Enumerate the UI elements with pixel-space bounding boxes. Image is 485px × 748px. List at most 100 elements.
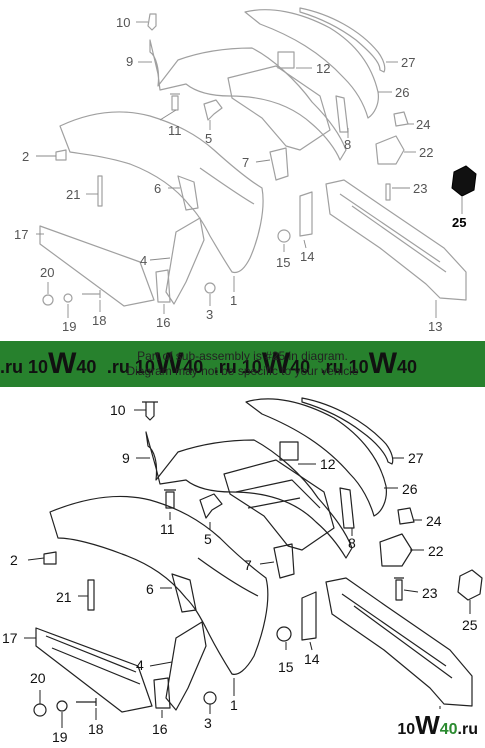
callout-16[interactable]: 16 — [156, 315, 171, 330]
callout-20[interactable]: 20 — [40, 265, 55, 280]
part-8 — [335, 95, 349, 133]
callout-9[interactable]: 9 — [122, 450, 130, 466]
part-7 — [273, 543, 295, 579]
callout-22[interactable]: 22 — [428, 543, 444, 559]
callout-8[interactable]: 8 — [348, 535, 356, 551]
callout-15[interactable]: 15 — [276, 255, 291, 270]
callout-19[interactable]: 19 — [62, 319, 77, 334]
part-11 — [170, 93, 180, 111]
callout-20[interactable]: 20 — [30, 670, 46, 686]
callout-14[interactable]: 14 — [304, 651, 320, 667]
callout-4[interactable]: 4 — [136, 657, 144, 673]
callout-5[interactable]: 5 — [204, 531, 212, 547]
callout-26[interactable]: 26 — [395, 85, 410, 100]
callout-2[interactable]: 2 — [22, 149, 30, 164]
callout-21[interactable]: 21 — [66, 187, 81, 202]
callout-27[interactable]: 27 — [408, 450, 424, 466]
part-13-reinforcement — [325, 179, 467, 301]
part-14 — [301, 591, 317, 641]
callout-12[interactable]: 12 — [316, 61, 331, 76]
callout-6[interactable]: 6 — [146, 581, 154, 597]
callout-10[interactable]: 10 — [116, 15, 131, 30]
part-9-bracket — [149, 39, 347, 161]
callout-11[interactable]: 11 — [160, 521, 175, 537]
callout-10[interactable]: 10 — [110, 402, 126, 418]
diagram-faded: 10 9 11 5 12 27 26 24 8 22 2 7 6 23 21 2… — [0, 0, 485, 340]
callout-24[interactable]: 24 — [426, 513, 442, 529]
callout-17[interactable]: 17 — [14, 227, 29, 242]
callout-1[interactable]: 1 — [230, 293, 238, 308]
part-13-reinforcement — [325, 577, 473, 707]
part-19 — [56, 700, 68, 712]
part-26-diffuser — [245, 398, 387, 517]
part-5 — [199, 493, 223, 519]
callout-15[interactable]: 15 — [278, 659, 294, 675]
callout-21[interactable]: 21 — [56, 589, 72, 605]
part-18 — [82, 290, 101, 298]
part-24 — [393, 111, 409, 127]
callout-5[interactable]: 5 — [205, 131, 213, 146]
part-27-strip — [299, 7, 386, 73]
callout-11[interactable]: 11 — [168, 123, 182, 138]
part-undertray — [227, 65, 331, 151]
part-23 — [394, 577, 404, 601]
part-23 — [385, 183, 391, 201]
part-20 — [33, 703, 47, 717]
part-25 — [457, 569, 483, 601]
callout-2[interactable]: 2 — [10, 552, 18, 568]
callout-6[interactable]: 6 — [154, 181, 162, 196]
callout-25[interactable]: 25 — [452, 215, 467, 230]
part-26-diffuser — [244, 9, 379, 119]
part-16 — [155, 269, 171, 303]
callout-3[interactable]: 3 — [204, 715, 212, 731]
callout-18[interactable]: 18 — [88, 721, 104, 737]
callout-9[interactable]: 9 — [126, 54, 134, 69]
part-27-strip — [301, 397, 394, 465]
subassembly-banner: .ru 10W40 .ru 10W40 .ru 10W40 .ru 10W40 … — [0, 341, 485, 387]
callout-3[interactable]: 3 — [206, 307, 214, 322]
part-17 — [35, 627, 153, 713]
part-2 — [55, 149, 67, 161]
callout-24[interactable]: 24 — [416, 117, 431, 132]
callout-26[interactable]: 26 — [402, 481, 418, 497]
part-21 — [87, 579, 95, 611]
part-undertray — [223, 459, 335, 551]
watermark-strip: .ru 10W40 .ru 10W40 .ru 10W40 .ru 10W40 — [0, 347, 418, 380]
part-7 — [269, 147, 289, 181]
part-15 — [277, 229, 291, 243]
part-3 — [204, 282, 216, 294]
callout-27[interactable]: 27 — [401, 55, 416, 70]
callout-23[interactable]: 23 — [413, 181, 428, 196]
callout-13[interactable]: 13 — [428, 319, 443, 334]
callout-8[interactable]: 8 — [344, 137, 352, 152]
part-5 — [203, 99, 223, 121]
part-12 — [279, 441, 299, 461]
callout-23[interactable]: 23 — [422, 585, 438, 601]
part-4 — [165, 621, 207, 711]
callout-4[interactable]: 4 — [140, 253, 148, 268]
callout-7[interactable]: 7 — [242, 155, 250, 170]
callout-7[interactable]: 7 — [244, 557, 252, 573]
part-24 — [397, 507, 415, 525]
part-21 — [97, 175, 103, 207]
part-8 — [339, 487, 355, 529]
part-10-clip — [142, 401, 158, 421]
part-10-clip — [147, 13, 157, 31]
part-25-highlight — [451, 165, 477, 197]
callout-19[interactable]: 19 — [52, 729, 68, 745]
callout-18[interactable]: 18 — [92, 313, 107, 328]
callout-1[interactable]: 1 — [230, 697, 238, 713]
callout-22[interactable]: 22 — [419, 145, 434, 160]
callout-14[interactable]: 14 — [300, 249, 315, 264]
callout-16[interactable]: 16 — [152, 721, 168, 737]
part-12 — [277, 51, 295, 69]
part-16 — [153, 677, 171, 709]
callout-12[interactable]: 12 — [320, 456, 336, 472]
part-19 — [63, 293, 73, 303]
callout-17[interactable]: 17 — [2, 630, 18, 646]
part-20 — [42, 294, 54, 306]
diagram-main: 10 9 11 5 12 27 26 24 8 22 2 7 6 23 21 2… — [0, 388, 485, 748]
site-watermark: 10W40.ru — [394, 709, 481, 742]
part-14 — [299, 191, 313, 237]
callout-25[interactable]: 25 — [462, 617, 478, 633]
